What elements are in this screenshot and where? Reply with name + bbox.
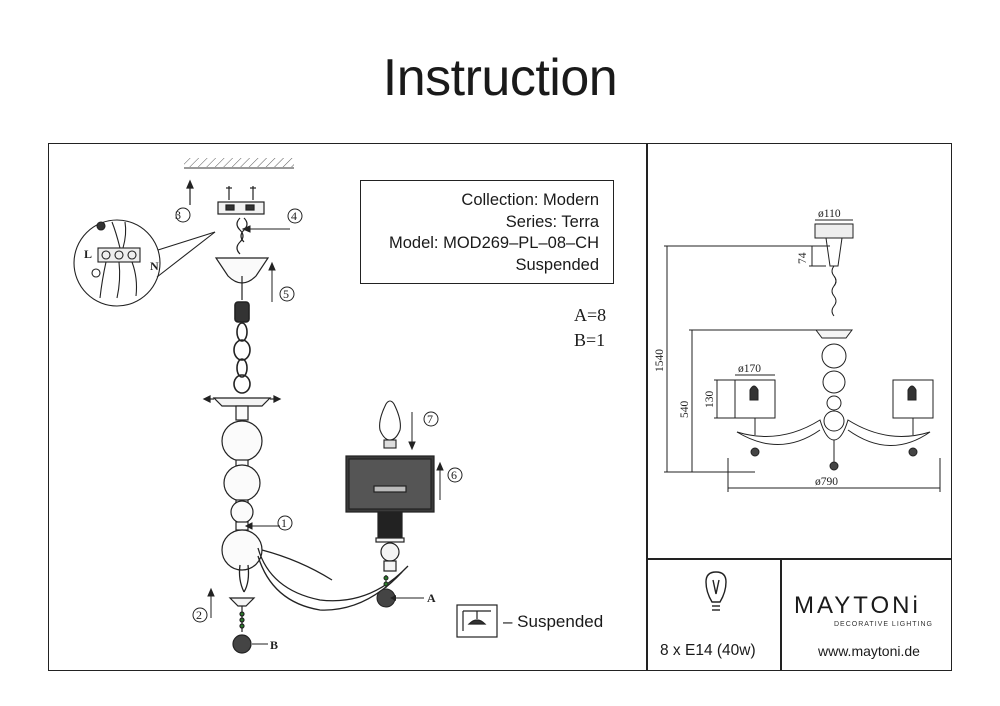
collection-label: Collection: Modern <box>461 191 599 209</box>
step-1-label: 1 <box>281 516 287 530</box>
step-4-circle <box>287 208 303 224</box>
wiring-detail <box>73 219 216 307</box>
bulb-spec: 8 x E14 (40w) <box>660 642 756 659</box>
part-a-label: A <box>427 591 436 605</box>
dim-overall-diameter: ø790 <box>815 476 838 488</box>
hook-and-wires <box>236 217 248 255</box>
suspended-icon <box>456 604 498 638</box>
step-2-circle <box>192 607 208 623</box>
dim-total-height: 1540 <box>654 349 666 372</box>
dim-body-height: 540 <box>679 401 691 419</box>
step-3-circle <box>175 207 191 223</box>
bulb-icon <box>705 571 727 611</box>
step-3-label: 3 <box>175 208 181 222</box>
count-b: B=1 <box>574 330 606 350</box>
bulb <box>379 400 401 449</box>
step-6-arrow <box>436 461 444 500</box>
step-6-circle <box>447 467 463 483</box>
count-a: A=8 <box>574 305 607 325</box>
model-label: Model: MOD269–PL–08–CH <box>388 234 599 252</box>
glass-column <box>221 405 263 571</box>
step-5-circle <box>279 286 295 302</box>
step-1-circle <box>277 515 293 531</box>
mount-type-label: Suspended <box>515 255 600 274</box>
dim-shade-height: 130 <box>704 391 716 409</box>
website: www.maytoni.de <box>818 643 920 659</box>
dim-canopy-diameter: ø110 <box>818 208 841 220</box>
frame-divider-vertical <box>646 143 648 671</box>
dim-canopy-height: 74 <box>797 252 809 264</box>
step-7-label: 7 <box>427 412 433 426</box>
step-5-arrow <box>268 261 276 302</box>
frame-divider-footer <box>780 558 782 671</box>
product-info-box: Collection: Modern Series: Terra Model: … <box>360 180 614 284</box>
page-title: Instruction <box>382 49 618 107</box>
dimension-drawing <box>664 219 941 492</box>
body-top-cup <box>202 395 282 407</box>
series-label: Series: Terra <box>505 212 599 231</box>
bottom-finial <box>228 597 256 654</box>
step-5-label: 5 <box>283 287 289 301</box>
ceiling-hatch <box>184 158 294 169</box>
step-4-arrow <box>241 225 290 233</box>
drawing-frame <box>48 143 952 671</box>
frame-divider-horizontal <box>646 558 952 560</box>
lamp-holder <box>375 511 405 572</box>
step-6-label: 6 <box>451 468 457 482</box>
canopy <box>214 257 270 300</box>
mounting-screws <box>186 179 265 215</box>
lamp-shade <box>345 455 435 513</box>
brand-logo: MAYTONi <box>794 592 921 619</box>
step-7-arrow <box>408 412 416 451</box>
chain <box>233 301 251 394</box>
brand-tagline: DECORATIVE LIGHTING <box>834 621 933 628</box>
suspended-legend-text: – Suspended <box>503 612 604 631</box>
part-a-arrowhead <box>390 595 396 601</box>
step-2-label: 2 <box>196 608 202 622</box>
step-2-arrow <box>207 587 215 618</box>
part-a-crystal <box>376 575 396 608</box>
wire-n-label: N <box>150 259 159 273</box>
dim-shade-diameter: ø170 <box>738 363 761 375</box>
step-7-circle <box>423 411 439 427</box>
wire-l-label: L <box>84 247 92 261</box>
step-4-label: 4 <box>291 209 297 223</box>
step-1-arrow <box>244 522 280 530</box>
part-b-label: B <box>270 638 278 652</box>
